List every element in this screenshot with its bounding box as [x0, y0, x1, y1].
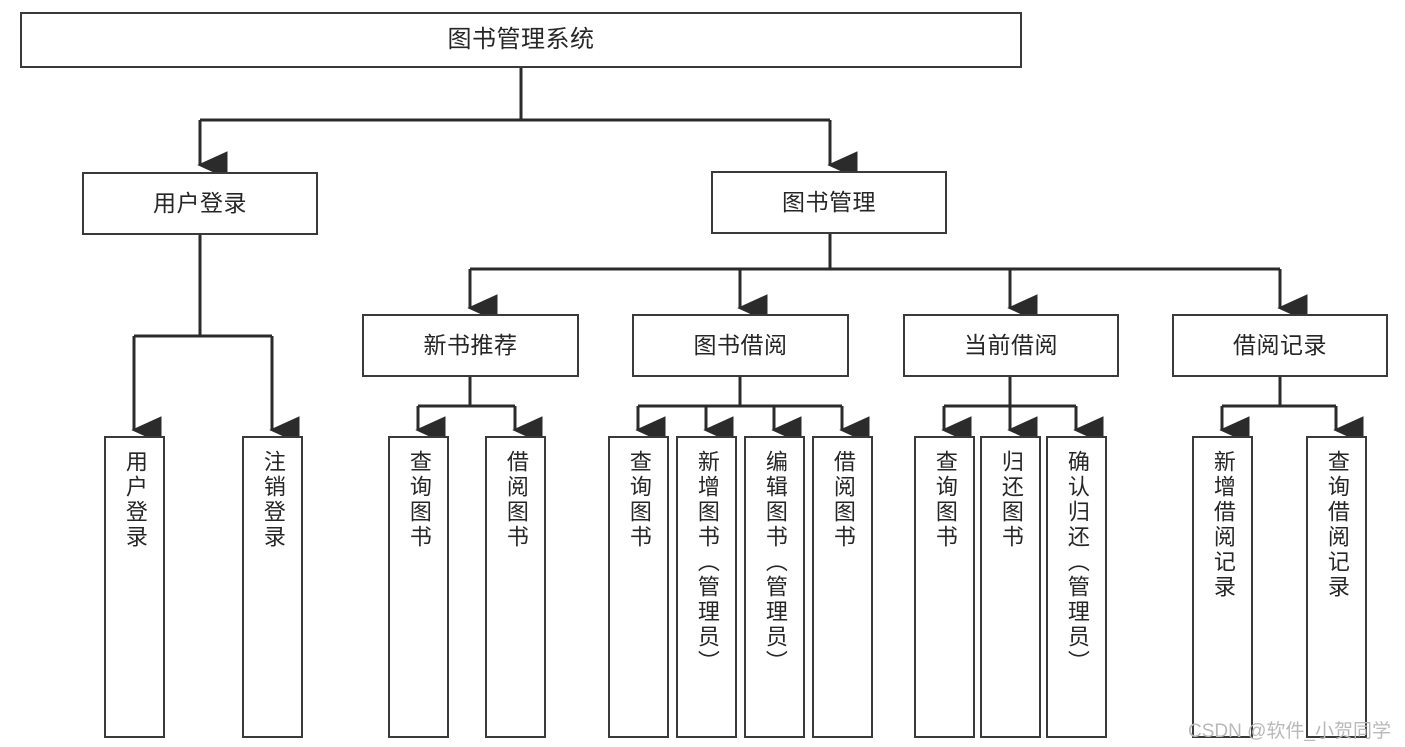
node-label: 新书推荐	[423, 332, 518, 359]
node-book-management[interactable]: 图书管理	[711, 171, 947, 234]
node-label: 用户登录	[122, 450, 148, 550]
leaf-query-book-borrow[interactable]: 查询图书	[608, 436, 669, 738]
node-new-book-recommend[interactable]: 新书推荐	[362, 314, 579, 377]
leaf-borrow-book-recommend[interactable]: 借阅图书	[485, 436, 546, 738]
node-root-system[interactable]: 图书管理系统	[20, 12, 1022, 68]
node-label: 用户登录	[153, 190, 247, 217]
node-label: 查询借阅记录	[1324, 450, 1350, 600]
node-user-login[interactable]: 用户登录	[82, 172, 318, 235]
node-label: 借阅图书	[830, 450, 856, 550]
leaf-query-book-recommend[interactable]: 查询图书	[388, 436, 449, 738]
leaf-user-login[interactable]: 用户登录	[104, 436, 165, 738]
leaf-add-borrow-record[interactable]: 新增借阅记录	[1192, 436, 1253, 738]
node-label: 归还图书	[998, 450, 1024, 550]
node-label: 图书管理	[782, 189, 876, 216]
node-label: 查询图书	[406, 450, 432, 550]
leaf-edit-book[interactable]: 编辑图书（管理员）	[744, 436, 805, 738]
leaf-query-borrow-record[interactable]: 查询借阅记录	[1306, 436, 1367, 738]
node-label: 图书管理系统	[447, 26, 595, 54]
node-current-borrow[interactable]: 当前借阅	[903, 314, 1119, 377]
node-label: 图书借阅	[693, 332, 788, 359]
leaf-add-book[interactable]: 新增图书（管理员）	[676, 436, 737, 738]
leaf-borrow-book[interactable]: 借阅图书	[812, 436, 873, 738]
node-label: 查询图书	[932, 450, 958, 550]
leaf-confirm-return[interactable]: 确认归还（管理员）	[1046, 436, 1107, 738]
csdn-watermark: CSDN @软件_小贺同学	[1188, 721, 1391, 742]
node-label: 注销登录	[260, 450, 286, 550]
node-label: 新增图书（管理员）	[694, 450, 720, 675]
leaf-logout[interactable]: 注销登录	[242, 436, 303, 738]
node-label: 借阅图书	[503, 450, 529, 550]
node-label: 查询图书	[626, 450, 652, 550]
node-label: 当前借阅	[964, 332, 1058, 359]
leaf-return-book[interactable]: 归还图书	[980, 436, 1041, 738]
node-borrow-record[interactable]: 借阅记录	[1172, 314, 1388, 377]
leaf-query-book-current[interactable]: 查询图书	[914, 436, 975, 738]
node-book-borrow[interactable]: 图书借阅	[632, 314, 849, 377]
node-label: 新增借阅记录	[1210, 450, 1236, 600]
node-label: 确认归还（管理员）	[1064, 450, 1090, 675]
node-label: 借阅记录	[1233, 332, 1327, 359]
node-label: 编辑图书（管理员）	[762, 450, 788, 675]
